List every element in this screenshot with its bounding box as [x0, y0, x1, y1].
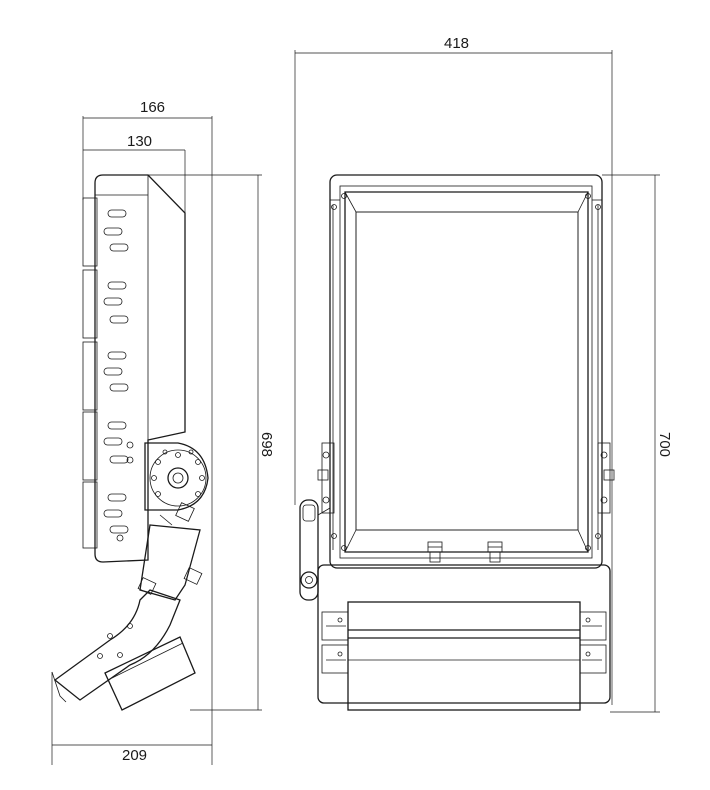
dim-label-418: 418 — [444, 35, 469, 52]
dim-label-700: 700 — [656, 432, 673, 457]
dim-700: 700 — [602, 174, 673, 713]
side-mount-arm — [51, 502, 203, 711]
dim-label-209: 209 — [122, 747, 147, 764]
front-lens-frame — [344, 191, 589, 553]
front-side-gland — [299, 499, 331, 601]
dim-130: 130 — [83, 133, 186, 213]
side-view: 166 130 209 698 — [51, 99, 275, 765]
dim-label-130: 130 — [127, 133, 152, 150]
front-housing — [329, 174, 603, 569]
front-cable-glands — [427, 541, 503, 563]
side-pivot-bracket — [144, 442, 209, 511]
side-housing — [94, 174, 186, 563]
dim-418: 418 — [294, 35, 613, 705]
dim-label-166: 166 — [140, 99, 165, 116]
front-hinges — [317, 442, 615, 514]
front-lens — [355, 211, 579, 531]
dim-209: 209 — [51, 672, 212, 765]
front-view: 418 700 — [294, 35, 673, 713]
dim-label-698: 698 — [258, 432, 275, 457]
dim-698: 698 — [148, 174, 275, 711]
dim-166: 166 — [82, 99, 213, 765]
side-fins — [82, 197, 134, 549]
front-driver-box — [317, 564, 611, 711]
